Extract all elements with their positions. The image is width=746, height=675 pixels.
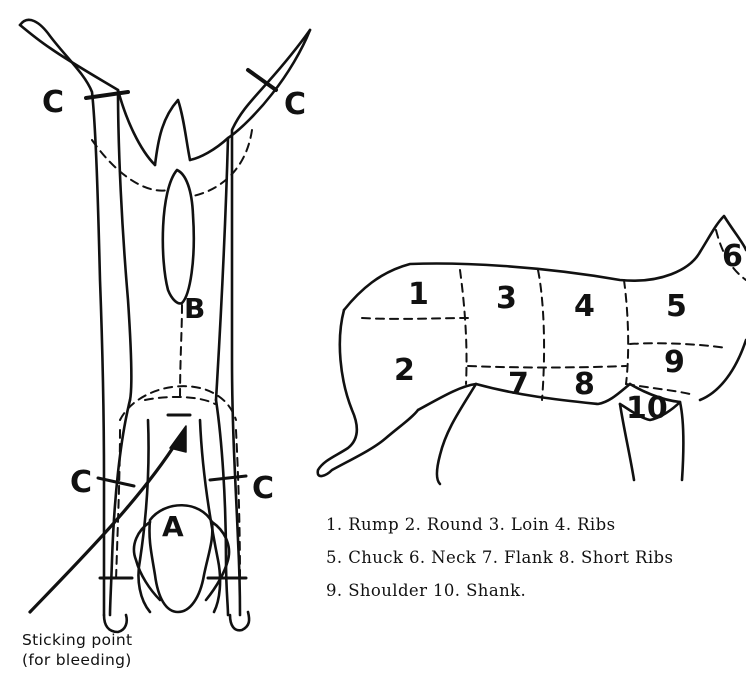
tail	[155, 100, 190, 165]
left-foreleg	[138, 420, 150, 612]
point-b-label: B	[184, 292, 205, 325]
point-a-label: A	[162, 510, 184, 543]
caption-line-2: (for bleeding)	[22, 650, 132, 670]
region-numbers: 1 2 3 4 5 6 7 8 9 10	[394, 239, 743, 426]
cut-legend: 1. Rump 2. Round 3. Loin 4. Ribs 5. Chuc…	[326, 508, 673, 607]
region-4: 4	[574, 289, 595, 324]
region-2: 2	[394, 353, 415, 388]
region-7: 7	[508, 367, 529, 402]
sticking-point-caption: Sticking point (for bleeding)	[22, 630, 132, 670]
arrow-head	[170, 426, 186, 452]
belly-opening	[163, 170, 194, 303]
legend-line-2: 5. Chuck 6. Neck 7. Flank 8. Short Ribs	[326, 541, 673, 574]
region-6: 6	[722, 239, 743, 274]
legend-line-1: 1. Rump 2. Round 3. Loin 4. Ribs	[326, 508, 673, 541]
region-3: 3	[496, 281, 517, 316]
hind-leg	[437, 384, 476, 484]
cut-labels: C C C C B A	[42, 85, 306, 543]
region-8: 8	[574, 367, 595, 402]
legend-line-3: 9. Shoulder 10. Shank.	[326, 574, 673, 607]
region-9: 9	[664, 345, 685, 380]
cut-label-top-right: C	[284, 87, 306, 122]
cut-label-mid-left: C	[70, 465, 92, 500]
region-1: 1	[408, 277, 429, 312]
region-10: 10	[626, 391, 668, 426]
cut-label-top-left: C	[42, 85, 64, 120]
caption-line-1: Sticking point	[22, 630, 132, 650]
region-5: 5	[666, 289, 687, 324]
cut-label-mid-right: C	[252, 471, 274, 506]
